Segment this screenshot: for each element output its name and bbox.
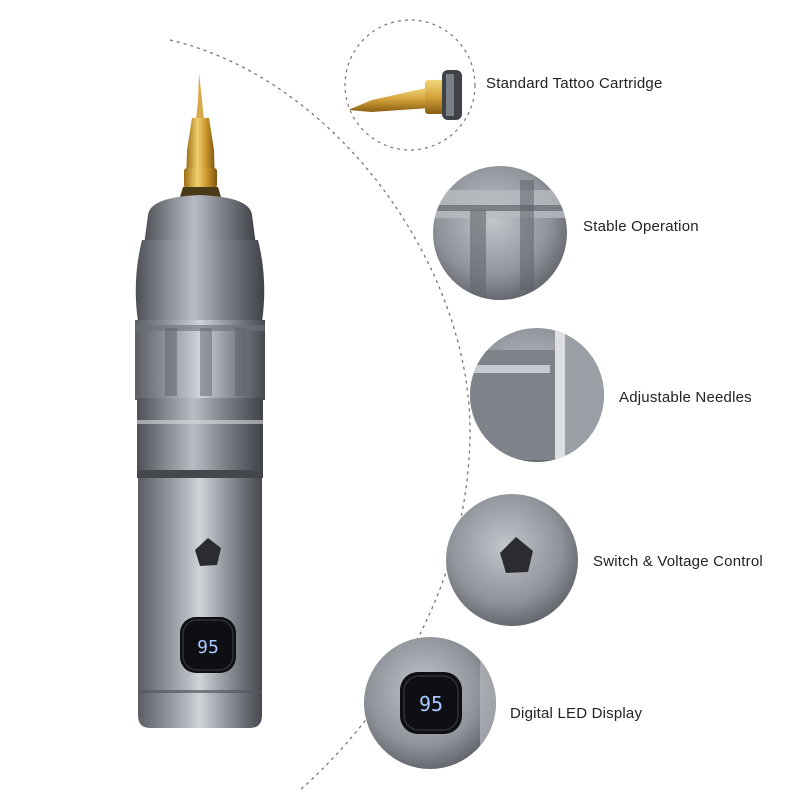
feature-label-adjustable-needles: Adjustable Needles — [619, 389, 752, 406]
power-switch — [195, 538, 221, 566]
detail-circle-stable-operation — [433, 166, 567, 300]
led-display — [180, 617, 236, 673]
detail-circle-led-display — [364, 637, 496, 769]
tattoo-pen — [135, 73, 265, 728]
feature-label-led-display: Digital LED Display — [510, 705, 643, 722]
feature-label-cartridge: Standard Tattoo Cartridge — [486, 75, 663, 92]
detail-circle-adjustable-needles — [470, 328, 604, 462]
feature-label-stable-operation: Stable Operation — [583, 218, 699, 235]
led-display-zoom-digits: 95 — [419, 692, 443, 716]
detail-circle-switch — [446, 494, 578, 626]
feature-label-switch-voltage: Switch & Voltage Control — [593, 553, 763, 570]
detail-circle-cartridge — [344, 19, 476, 151]
led-display-digits: 95 — [197, 637, 219, 658]
